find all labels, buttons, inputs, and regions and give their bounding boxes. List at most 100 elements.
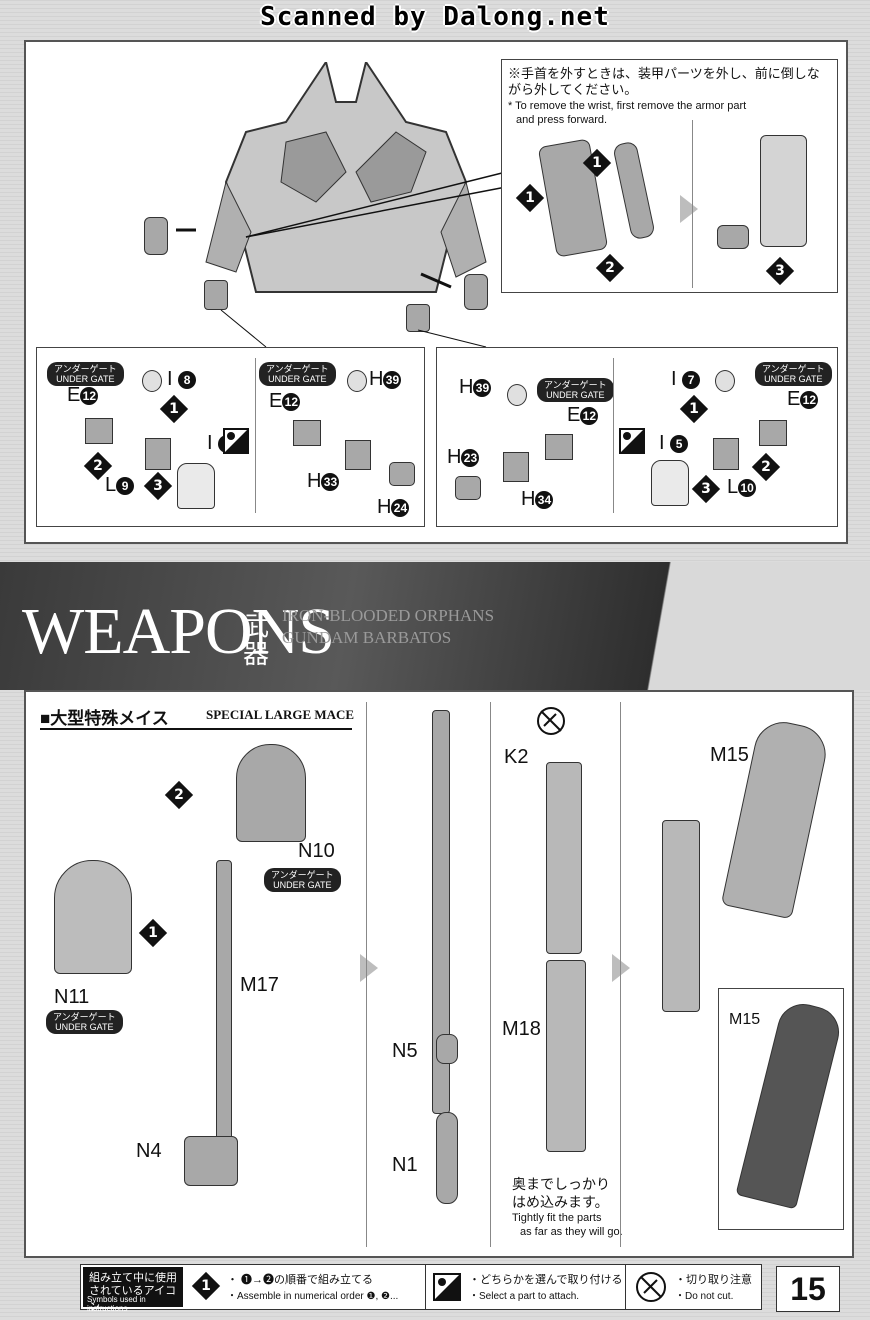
open-hand-a (177, 463, 215, 509)
label-i7: I 7 (671, 368, 701, 391)
legend-cut-jp: ・切り取り注意 (675, 1274, 752, 1286)
legend-assemble-jp: ・ ❶→❷の順番で組み立てる (227, 1274, 374, 1286)
note-en-1: * To remove the wrist, first remove the … (508, 100, 747, 112)
wrist-joint-c (503, 452, 529, 482)
label-m15-b: M15 (729, 1011, 761, 1028)
hand-left-lower (204, 280, 228, 310)
legend-jp-1: 組み立て中に使用 (89, 1272, 177, 1284)
wrist-part-e12-c (545, 434, 573, 460)
icon-legend: 組み立て中に使用 されているアイコン Symbols used in instr… (80, 1264, 762, 1313)
select-icon-a (223, 428, 249, 454)
wrist-part-e12-b (293, 420, 321, 446)
next-step-arrow-2 (612, 954, 630, 982)
step-3-right-b: 3 (691, 474, 721, 504)
callout-lines (176, 171, 507, 348)
label-n4: N4 (136, 1140, 162, 1162)
step-1-mace: 1 (138, 918, 168, 948)
select-icon-b (619, 428, 645, 454)
detail-inset: M15 (718, 988, 845, 1230)
section-underline (40, 728, 352, 730)
under-gate-jp: アンダーゲート (54, 364, 117, 374)
blade-k2 (546, 762, 582, 954)
weapons-banner (0, 562, 870, 690)
fist-h24 (389, 462, 415, 486)
legend-assemble-en: ・Assemble in numerical order ❶, ❷... (227, 1291, 399, 1302)
robot-illustration (205, 62, 487, 293)
mace-assembly-panel: ■大型特殊メイス SPECIAL LARGE MACE 2 N10 アンダーゲー… (24, 690, 854, 1258)
step-3-left-a: 3 (143, 471, 173, 501)
select-icon (433, 1273, 461, 1301)
hand-left-removed (144, 217, 168, 255)
tight-fit-en-2: as far as they will go. (520, 1226, 623, 1238)
wrist-removal-panel: ※手首を外すときは、装甲パーツを外し、前に倒しながら外してください。 * To … (24, 40, 848, 544)
tight-fit-jp-2: はめ込みます。 (512, 1194, 609, 1210)
weapons-title: WEAPONS (22, 595, 335, 668)
mace-section-en: SPECIAL LARGE MACE (206, 707, 355, 722)
step-1-right-b: 1 (679, 394, 709, 424)
under-gate-en: UNDER GATE (56, 374, 115, 384)
legend-en: Symbols used in instructions (87, 1295, 146, 1313)
label-n10: N10 (298, 840, 335, 862)
hand-right-removed (464, 274, 488, 310)
legend-select-en: ・Select a part to attach. (469, 1291, 580, 1302)
grip-n4 (184, 1136, 238, 1186)
hand-divider-right (613, 358, 614, 513)
hand-ball-i7 (715, 370, 735, 392)
hand-divider-left (255, 358, 256, 513)
hand-right-lower (406, 304, 430, 332)
step-1-diamond-a: 1 (582, 148, 612, 178)
inset-divider (692, 120, 693, 288)
wrist-joint-d (713, 438, 739, 470)
tight-fit-jp-1: 奥までしっかり (512, 1176, 610, 1192)
next-step-arrow (680, 195, 698, 223)
legend-heading: 組み立て中に使用 されているアイコン Symbols used in instr… (83, 1267, 183, 1313)
hand-ball-h39 (347, 370, 367, 392)
arm-detail (760, 135, 807, 247)
legend-divider-1 (425, 1265, 426, 1309)
weapons-subtitle-2: GUNDAM BARBATOS (282, 628, 452, 647)
open-hand-b (651, 460, 689, 506)
mace-head-n11 (54, 860, 132, 974)
legend-divider-2 (625, 1265, 626, 1309)
hand-ball-h39-b (507, 384, 527, 406)
note-jp: ※手首を外すときは、装甲パーツを外し、前に倒しながら外してください。 (508, 66, 820, 97)
label-i8: I 8 (167, 368, 197, 391)
scan-credit-bar: Scanned by Dalong.net (0, 0, 870, 34)
step-2-diamond: 2 (595, 253, 625, 283)
wrist-removal-inset: ※手首を外すときは、装甲パーツを外し、前に倒しながら外してください。 * To … (501, 59, 838, 293)
fist-h23 (455, 476, 481, 500)
divider-col3 (620, 702, 621, 1247)
mace-body-detail (735, 998, 845, 1210)
mace-head-n10 (236, 744, 306, 842)
weapons-subtitle-1: IRON-BLOODED ORPHANS (282, 606, 495, 625)
wrist-removed (717, 225, 749, 249)
label-k2: K2 (504, 746, 529, 768)
step-2-mace: 2 (164, 780, 194, 810)
legend-select-jp: ・どちらかを選んで取り付ける (469, 1274, 623, 1286)
hand-ball-i8 (142, 370, 162, 392)
step-3-diamond: 3 (765, 256, 795, 286)
divider-col1 (366, 702, 367, 1247)
label-m17: M17 (240, 974, 279, 996)
cut-caution-icon (636, 1272, 666, 1302)
armor-plate (612, 140, 656, 241)
wrist-joint-a (145, 438, 171, 470)
step-2-left-a: 2 (83, 451, 113, 481)
mace-section-jp: ■大型特殊メイス (40, 709, 169, 728)
legend-jp-2: されているアイコン (89, 1285, 177, 1313)
